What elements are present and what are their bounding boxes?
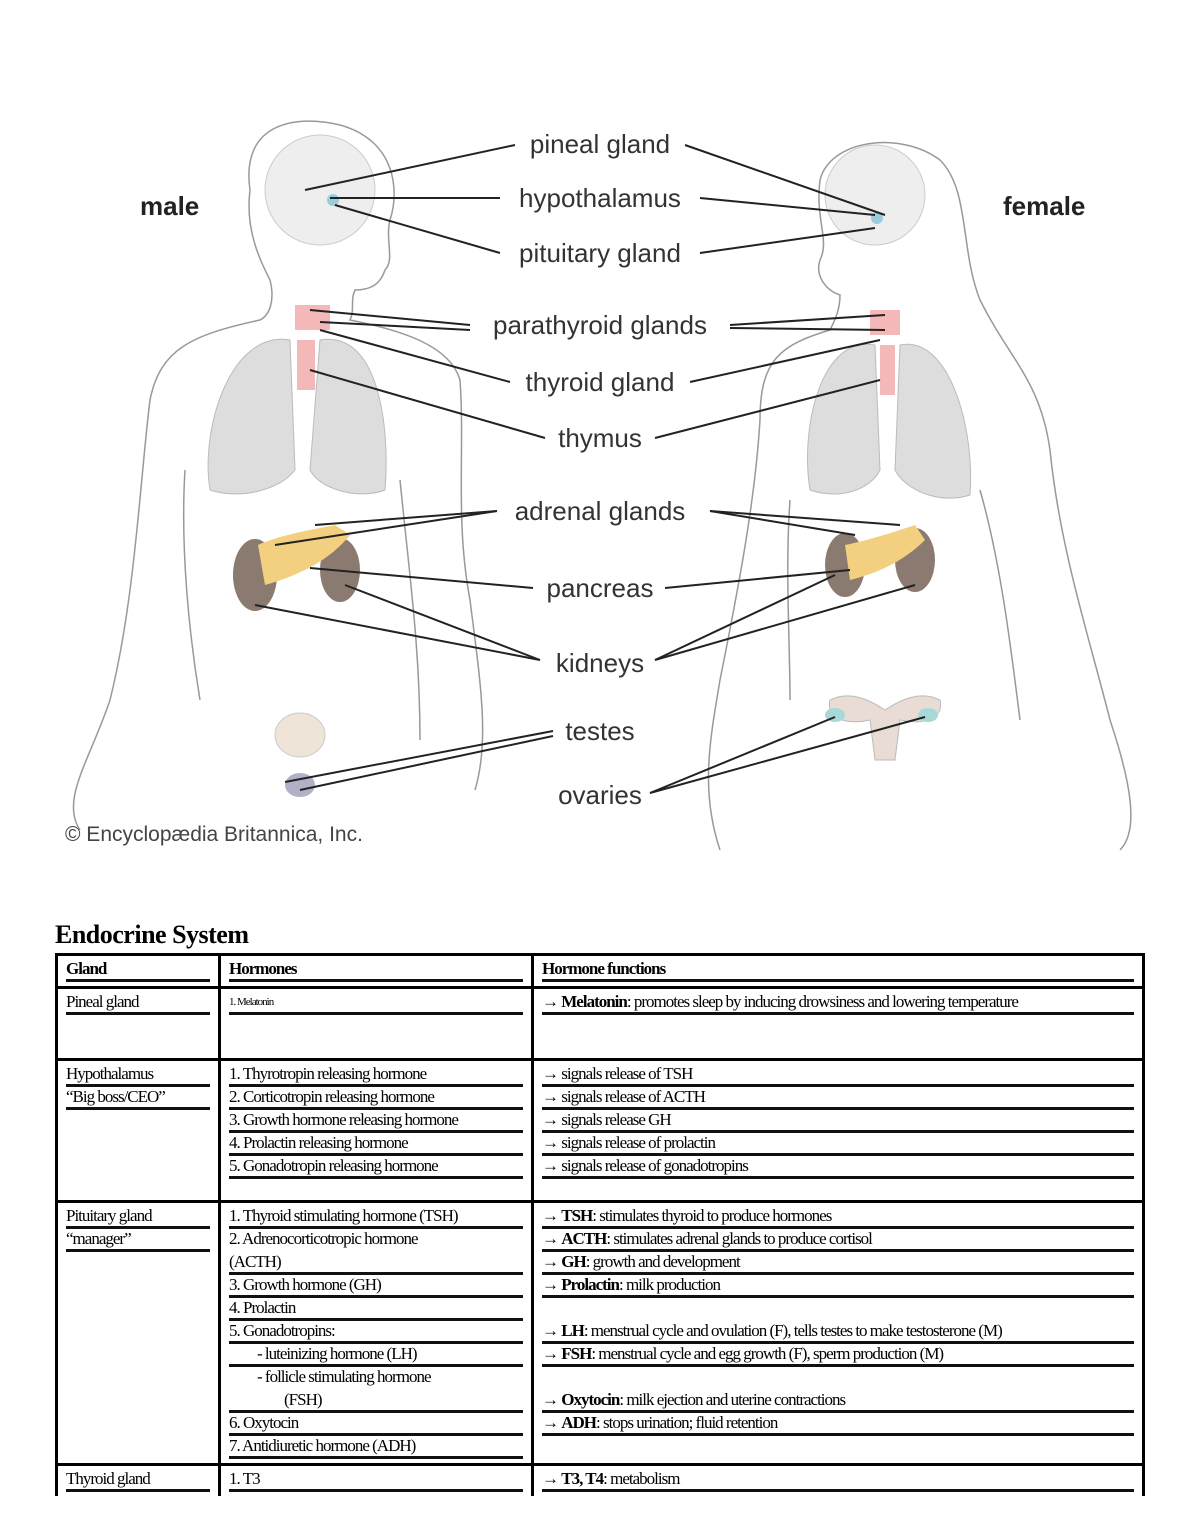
endocrine-table: Gland Hormones Hormone functions Pineal … — [55, 953, 1145, 1496]
label-testes: testes — [565, 716, 634, 746]
label-pancreas: pancreas — [547, 573, 654, 603]
function-item: → ACTH: stimulates adrenal glands to pro… — [542, 1229, 1134, 1252]
function-item: → signals release of prolactin — [542, 1133, 1134, 1156]
table-row: Pineal gland 1. Melatonin → Melatonin: p… — [55, 986, 1145, 1061]
hormone-item: 4. Prolactin releasing hormone — [229, 1133, 523, 1156]
label-ovaries: ovaries — [558, 780, 642, 810]
label-thymus: thymus — [558, 423, 642, 453]
function-item: → signals release of gonadotropins — [542, 1156, 1134, 1179]
male-label: male — [140, 191, 199, 221]
function-item: → LH: menstrual cycle and ovulation (F),… — [542, 1321, 1134, 1344]
hormone-item: 2. Corticotropin releasing hormone — [229, 1087, 523, 1110]
male-body-outline — [72, 120, 484, 831]
table-row: Pituitary gland “manager” 1. Thyroid sti… — [55, 1200, 1145, 1466]
function-item: → T3, T4: metabolism — [542, 1469, 1134, 1492]
endocrine-diagram: male female pineal gland hypothalamus pi… — [65, 120, 1132, 851]
label-adrenal-glands: adrenal glands — [515, 496, 686, 526]
function-item: → Oxytocin: milk ejection and uterine co… — [542, 1390, 1134, 1413]
copyright: © Encyclopædia Britannica, Inc. — [65, 823, 363, 846]
hormone-item: 1. Thyroid stimulating hormone (TSH) — [229, 1206, 523, 1229]
hormone-item: 1. Thyrotropin releasing hormone — [229, 1064, 523, 1087]
label-thyroid-gland: thyroid gland — [526, 367, 675, 397]
gland-name: Thyroid gland — [66, 1469, 210, 1492]
label-pituitary-gland: pituitary gland — [519, 238, 681, 268]
gland-name: Pineal gland — [66, 992, 210, 1015]
gland-nickname: “manager” — [66, 1229, 210, 1252]
gland-name: Pituitary gland — [66, 1206, 210, 1229]
hormone-item: 1. T3 — [229, 1469, 523, 1492]
blank-line — [542, 1367, 1134, 1390]
function-item: → TSH: stimulates thyroid to produce hor… — [542, 1206, 1134, 1229]
hormone-item: (ACTH) — [229, 1252, 523, 1275]
header-hormones: Hormones — [229, 959, 523, 982]
function-item: → signals release of ACTH — [542, 1087, 1134, 1110]
blank-line — [542, 1298, 1134, 1321]
function-item: → signals release GH — [542, 1110, 1134, 1133]
table-row: Thyroid gland 1. T3 → T3, T4: metabolism — [55, 1463, 1145, 1496]
male-organs — [207, 134, 387, 797]
table-header-row: Gland Hormones Hormone functions — [55, 953, 1145, 989]
hormone-item: 5. Gonadotropin releasing hormone — [229, 1156, 523, 1179]
hormone-item: 5. Gonadotropins: — [229, 1321, 523, 1344]
function-item: → GH: growth and development — [542, 1252, 1134, 1275]
label-pineal-gland: pineal gland — [530, 129, 670, 159]
header-functions: Hormone functions — [542, 959, 1134, 982]
hormone-item: 3. Growth hormone releasing hormone — [229, 1110, 523, 1133]
hormone-item: 7. Antidiuretic hormone (ADH) — [229, 1436, 523, 1459]
table-title: Endocrine System — [55, 920, 249, 949]
label-kidneys: kidneys — [556, 648, 644, 678]
hormone-subitem: (FSH) — [229, 1390, 523, 1413]
function-item: → Prolactin: milk production — [542, 1275, 1134, 1298]
hormone-item: 6. Oxytocin — [229, 1413, 523, 1436]
hormone-subitem: - luteinizing hormone (LH) — [229, 1344, 523, 1367]
hormone-subitem: - follicle stimulating hormone — [257, 1367, 432, 1386]
gland-name: Hypothalamus — [66, 1064, 210, 1087]
female-organs — [807, 144, 972, 761]
function-item: → FSH: menstrual cycle and egg growth (F… — [542, 1344, 1134, 1367]
table-row: Hypothalamus “Big boss/CEO” 1. Thyrotrop… — [55, 1058, 1145, 1203]
function-item: → ADH: stops urination; fluid retention — [542, 1413, 1134, 1436]
female-label: female — [1003, 191, 1085, 221]
hormone-item: 4. Prolactin — [229, 1298, 523, 1321]
function-item: → signals release of TSH — [542, 1064, 1134, 1087]
gland-nickname: “Big boss/CEO” — [66, 1087, 210, 1110]
header-gland: Gland — [66, 959, 210, 982]
leader-lines — [254, 144, 926, 794]
hormone-item: 3. Growth hormone (GH) — [229, 1275, 523, 1298]
hormone-item: 2. Adrenocorticotropic hormone — [229, 1229, 419, 1248]
function-item: → Melatonin: promotes sleep by inducing … — [542, 992, 1134, 1015]
label-hypothalamus: hypothalamus — [519, 183, 681, 213]
label-parathyroid-glands: parathyroid glands — [493, 310, 707, 340]
female-body-outline — [707, 141, 1132, 851]
hormone-item: 1. Melatonin — [229, 992, 523, 1015]
